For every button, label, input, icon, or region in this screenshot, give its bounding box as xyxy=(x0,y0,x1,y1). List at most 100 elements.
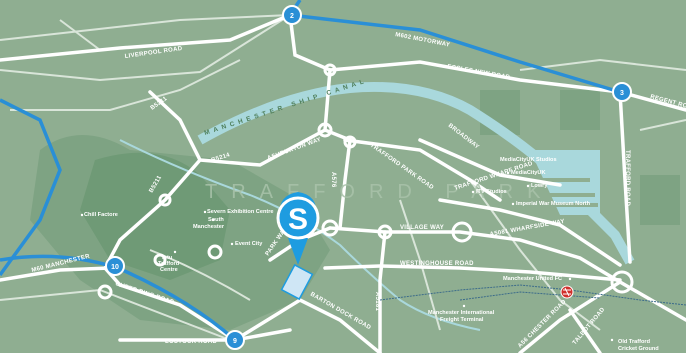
road-chester xyxy=(518,280,622,353)
svg-text:intu: intu xyxy=(162,255,173,261)
motorway-m60-west xyxy=(0,98,62,277)
junction-3[interactable]: 3 xyxy=(612,82,632,102)
site-building xyxy=(280,263,314,301)
road-trafford-road xyxy=(618,90,632,264)
junction-10[interactable]: 10 xyxy=(105,256,125,276)
svg-text:ITV Studios: ITV Studios xyxy=(476,189,507,195)
road-westinghouse xyxy=(323,264,622,282)
marker-label: S xyxy=(288,203,308,236)
road-m60-link xyxy=(0,266,112,282)
site-marker[interactable]: S xyxy=(276,192,320,301)
marker-ring xyxy=(276,196,320,240)
svg-text:South: South xyxy=(208,217,224,223)
road-eccles-new xyxy=(328,60,622,94)
poi-event-city[interactable]: Event City xyxy=(230,241,263,247)
road-a576-north xyxy=(323,68,332,132)
label-a5181: A5181 xyxy=(374,292,380,312)
label-ashburton: ASHBURTON WAY xyxy=(267,137,323,162)
svg-text:Cricket Ground: Cricket Ground xyxy=(618,346,659,352)
label-m602: M602 MOTORWAY xyxy=(395,32,451,49)
label-a576: A576 xyxy=(330,172,336,188)
points-of-interest: Chill Factore Severn Exhibition Centre S… xyxy=(80,157,659,352)
railway xyxy=(379,284,686,306)
road-broadway xyxy=(418,138,562,187)
svg-text:9: 9 xyxy=(233,338,237,345)
poi-lowry[interactable]: Lowry xyxy=(526,183,549,189)
svg-text:Freight Terminal: Freight Terminal xyxy=(440,317,484,323)
svg-text:Event City: Event City xyxy=(235,241,263,247)
svg-text:2: 2 xyxy=(290,13,294,20)
river-irwell xyxy=(119,139,481,331)
roundabout-7 xyxy=(317,122,333,138)
svg-text:10: 10 xyxy=(111,264,119,271)
svg-text:Old Trafford: Old Trafford xyxy=(618,339,651,345)
svg-text:Manchester: Manchester xyxy=(193,224,225,230)
roundabout-11 xyxy=(153,253,167,267)
roundabout-4 xyxy=(610,270,634,294)
road-talbot xyxy=(568,308,602,353)
road-j2 xyxy=(288,13,332,72)
poi-mediacity-studios[interactable]: MediaCityUK Studios xyxy=(500,157,557,163)
junctions: 2 3 10 9 xyxy=(105,5,632,350)
poi-itv-studios[interactable]: ITV Studios xyxy=(471,189,507,195)
poi-south-manchester[interactable]: South Manchester xyxy=(193,217,225,230)
svg-text:Chill Factore: Chill Factore xyxy=(84,212,118,218)
main-roads xyxy=(0,13,686,353)
svg-text:Lowry: Lowry xyxy=(531,183,548,189)
svg-text:MediaCityUK Studios: MediaCityUK Studios xyxy=(500,157,557,163)
road-village-way xyxy=(328,226,622,284)
svg-text:MediaCityUK: MediaCityUK xyxy=(511,170,546,176)
poi-chill-factore[interactable]: Chill Factore xyxy=(80,212,118,218)
poi-intu-trafford[interactable]: intu Trafford Centre xyxy=(158,250,180,273)
road-a5181 xyxy=(378,230,387,353)
svg-text:Trafford: Trafford xyxy=(158,261,180,267)
canal-main xyxy=(197,81,635,265)
roundabout-2 xyxy=(377,224,393,240)
svg-text:Manchester International: Manchester International xyxy=(428,310,495,316)
quays-piers xyxy=(540,178,598,207)
road-ashburton xyxy=(198,128,352,230)
svg-text:3: 3 xyxy=(620,90,624,97)
park-zone-3 xyxy=(640,175,680,225)
rail-station-icon[interactable] xyxy=(560,285,574,299)
salford-quays xyxy=(530,150,600,215)
poi-exhibition-centre[interactable]: Severn Exhibition Centre xyxy=(203,209,274,215)
label-chester: A56 CHESTER ROAD xyxy=(517,299,568,350)
road-trafford-wharf xyxy=(438,198,622,267)
poi-old-trafford-cricket[interactable]: Old Trafford Cricket Ground xyxy=(610,338,659,352)
ship-canal xyxy=(119,81,635,331)
label-b5214: B5214 xyxy=(211,152,231,164)
label-broadway: BROADWAY xyxy=(447,123,480,151)
roundabout-6 xyxy=(158,193,172,207)
road-barton-dock xyxy=(233,297,382,353)
roundabout-5 xyxy=(97,284,113,300)
junction-9[interactable]: 9 xyxy=(225,330,245,350)
label-barton-dock: BARTON DOCK ROAD xyxy=(309,292,372,332)
svg-text:Centre: Centre xyxy=(160,267,178,273)
park-zone-4 xyxy=(560,90,600,130)
roundabouts xyxy=(97,63,634,300)
junction-2[interactable]: 2 xyxy=(282,5,302,25)
label-westinghouse: WESTINGHOUSE ROAD xyxy=(400,261,474,267)
road-trafford-park xyxy=(343,138,502,202)
minor-roads xyxy=(0,14,686,341)
road-outer-ring xyxy=(118,283,237,342)
label-eccles-new: ECCLES NEW ROAD xyxy=(447,64,511,81)
svg-text:Imperial War Museum North: Imperial War Museum North xyxy=(516,201,591,207)
roundabout-3 xyxy=(451,221,473,243)
poi-mediacity[interactable]: MediaCityUK xyxy=(506,170,546,176)
motorway-m602 xyxy=(289,13,621,94)
road-liverpool xyxy=(0,13,292,62)
poi-freight-terminal[interactable]: Manchester International Freight Termina… xyxy=(428,304,495,323)
roundabout-10 xyxy=(207,244,223,260)
label-village: VILLAGE WAY xyxy=(400,225,444,231)
poi-iwm-north[interactable]: Imperial War Museum North xyxy=(511,201,591,207)
svg-text:Manchester United FC: Manchester United FC xyxy=(503,276,562,282)
marker-tail xyxy=(288,238,308,265)
roundabout-8 xyxy=(323,63,337,77)
poi-man-utd[interactable]: Manchester United FC xyxy=(503,276,572,282)
svg-text:Severn Exhibition Centre: Severn Exhibition Centre xyxy=(207,209,274,215)
roundabout-9 xyxy=(343,135,357,149)
